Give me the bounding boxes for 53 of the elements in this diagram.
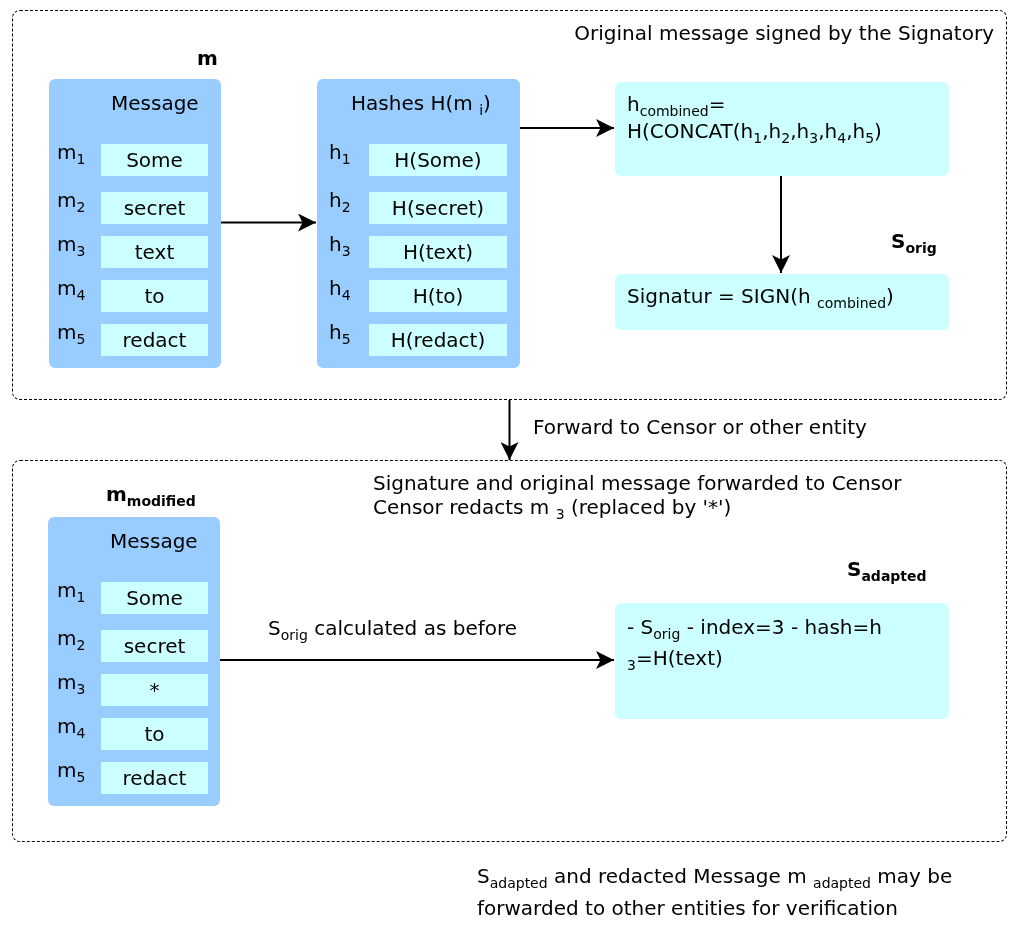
symbol-label: S$_{adapted}$ [847,557,927,584]
box-text: redact [122,766,187,790]
index-label: h$_{5}$ [329,320,351,347]
box-text: secret [123,634,186,658]
arrow [500,399,519,461]
index-label: m$_{3}$ [57,232,86,259]
arrow [518,119,615,137]
index-label: m$_{3}$ [57,670,86,697]
box-text: Signatur = SIGN(h $_{combined}$) [627,284,895,311]
note-text: Signature and original message forwarded to Censor [373,471,902,495]
index-label: h$_{2}$ [329,188,351,215]
symbol-label: m [197,46,218,70]
box-text: text [134,240,175,264]
box-text: H(text) [402,240,474,264]
box-text: Some [126,148,183,172]
index-label: m$_{1}$ [57,578,86,605]
index-label: h$_{3}$ [329,232,351,259]
index-label: h$_{4}$ [329,276,351,303]
arrow [218,651,615,669]
panel-title: Message [111,91,199,115]
note-text: S$_{adapted}$ and redacted Message m $_{adapted}$ may be forwarded to other entities for verification [477,863,954,922]
box-text: redact [122,328,187,352]
arrow [219,213,317,232]
symbol-label: m$_{modified}$ [106,482,196,509]
box-text: - S$_{orig}$ - index=3 - hash=h $_{3}$=H(text) [627,614,883,676]
index-label: m$_{5}$ [57,758,86,785]
index-label: m$_{5}$ [57,320,86,347]
panel-title: Hashes H(m $_{i}$) [351,91,491,118]
index-label: m$_{2}$ [57,626,86,653]
index-label: h$_{1}$ [329,140,351,167]
panel-title: Message [110,529,198,553]
box-text: to [144,722,165,746]
box-text: H(secret) [391,196,485,220]
note-text: Original message signed by the Signatory [574,21,994,45]
symbol-label: S$_{orig}$ [891,229,937,256]
box-text: to [144,284,165,308]
index-label: m$_{1}$ [57,140,86,167]
box-text: * [149,678,160,702]
dashed-frame [12,10,1007,400]
box-text: h$_{combined}$= H(CONCAT(h$_{1}$,h$_{2}$,h$_{3}$,h$_{4}$,h$_{5}$) [627,92,883,146]
arrow [772,174,790,274]
index-label: m$_{2}$ [57,188,86,215]
note-text: Censor redacts m $_{3}$ (replaced by '*') [373,495,733,522]
box-text: H(to) [412,284,464,308]
box-text: secret [123,196,186,220]
index-label: m$_{4}$ [57,276,86,303]
dashed-frame [12,460,1007,842]
box-text: Some [126,586,183,610]
box-text: H(redact) [390,328,486,352]
hash-panel [317,79,520,368]
process-box [615,82,949,176]
index-label: m$_{4}$ [57,714,86,741]
box-text: H(Some) [394,148,482,172]
